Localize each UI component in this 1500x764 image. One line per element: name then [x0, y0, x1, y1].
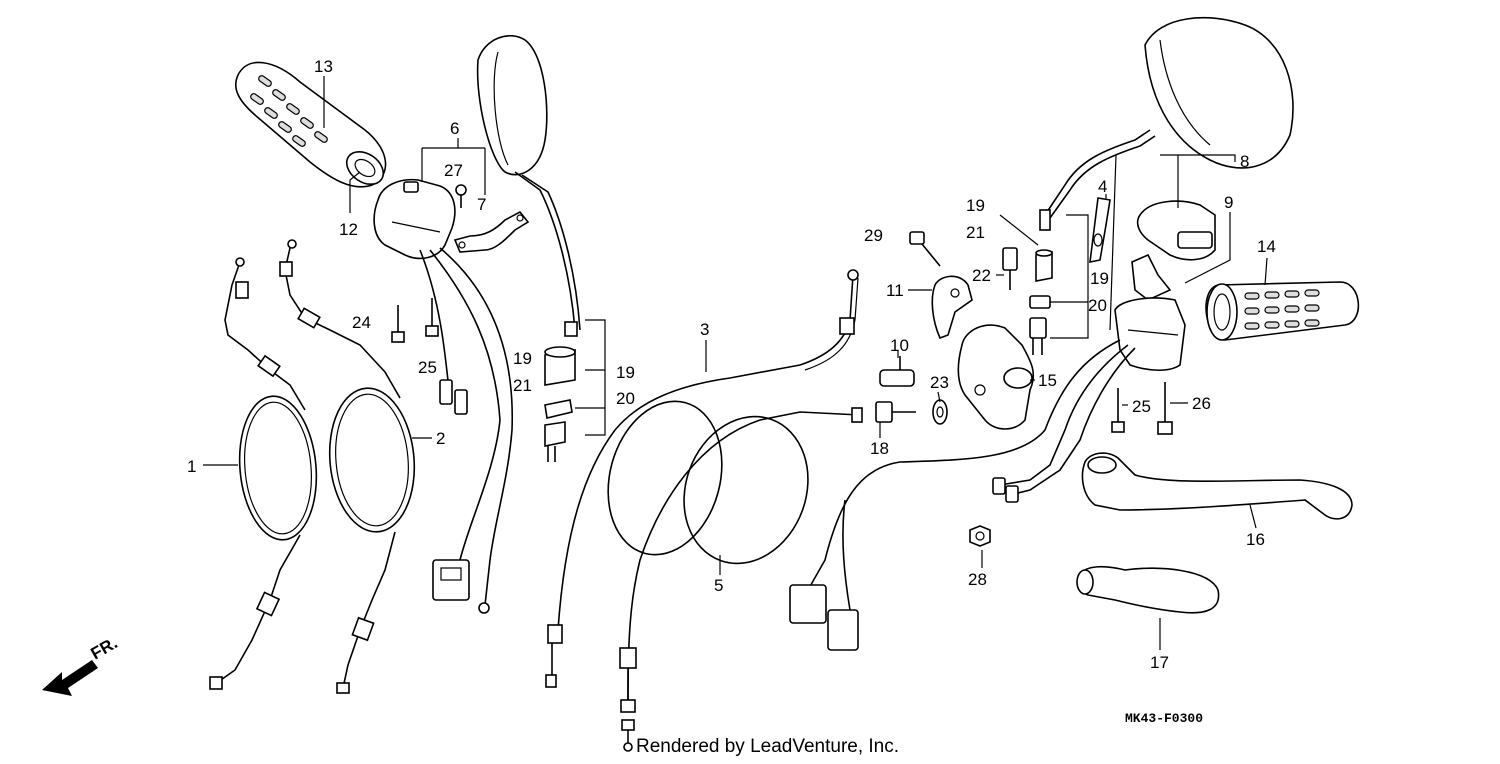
- callout-20-left[interactable]: 20: [616, 389, 635, 408]
- callout-19-right-b[interactable]: 19: [1090, 269, 1109, 288]
- callout-23[interactable]: 23: [930, 373, 949, 392]
- callout-3[interactable]: 3: [700, 320, 709, 339]
- callout-8[interactable]: 8: [1240, 152, 1249, 171]
- callout-labels: 13 12 6 27 7 24 25 19 21 19 20 1 2 3 5 2…: [187, 57, 1276, 672]
- callout-21-right[interactable]: 21: [966, 223, 985, 242]
- callout-10[interactable]: 10: [890, 336, 909, 355]
- callout-26[interactable]: 26: [1192, 394, 1211, 413]
- callout-14[interactable]: 14: [1257, 237, 1276, 256]
- throttle-cable-2-part[interactable]: [279, 239, 420, 694]
- callout-27[interactable]: 27: [444, 161, 463, 180]
- holder-11-part[interactable]: [931, 275, 973, 340]
- callout-20-right[interactable]: 20: [1088, 296, 1107, 315]
- callout-16[interactable]: 16: [1246, 530, 1265, 549]
- callout-25-left[interactable]: 25: [418, 358, 437, 377]
- render-credit: Rendered by LeadVenture, Inc.: [636, 736, 899, 757]
- right-switch-housing-part[interactable]: [1136, 200, 1216, 261]
- right-switch-clamp-part[interactable]: [1131, 253, 1172, 301]
- callout-6[interactable]: 6: [450, 119, 459, 138]
- bolt-18-part[interactable]: [875, 401, 916, 423]
- right-mirror-part[interactable]: [1039, 16, 1294, 231]
- callout-28[interactable]: 28: [968, 570, 987, 589]
- front-direction-arrow: [42, 660, 98, 696]
- callout-19-right-a[interactable]: 19: [966, 196, 985, 215]
- lever-holder-15-part[interactable]: [957, 324, 1035, 430]
- lever-cover-17-part[interactable]: [1076, 565, 1220, 614]
- nut-28-part[interactable]: [969, 525, 991, 547]
- front-direction-label: FR.: [88, 633, 121, 663]
- callout-1[interactable]: 1: [187, 457, 196, 476]
- leader-lines: [203, 76, 1268, 650]
- callout-4[interactable]: 4: [1098, 177, 1107, 196]
- callout-7[interactable]: 7: [477, 195, 486, 214]
- washer-23-part[interactable]: [932, 399, 948, 425]
- lever-4-part[interactable]: [1089, 197, 1111, 264]
- right-grip-part[interactable]: [1205, 281, 1360, 341]
- bolt-22-part[interactable]: [1002, 247, 1018, 290]
- left-switch-clamp-part[interactable]: [453, 210, 530, 253]
- diagram-code: MK43-F0300: [1125, 711, 1203, 726]
- callout-24[interactable]: 24: [352, 313, 371, 332]
- throttle-cable-1-part[interactable]: [209, 257, 322, 690]
- callout-17[interactable]: 17: [1150, 653, 1169, 672]
- clutch-lever-16-part[interactable]: [1081, 452, 1353, 520]
- screw-27-part[interactable]: [455, 184, 467, 208]
- right-mirror-hardware-part[interactable]: [1029, 249, 1053, 355]
- cable-5-part[interactable]: [619, 399, 863, 752]
- left-mirror-part[interactable]: [476, 35, 581, 337]
- left-grip-part[interactable]: [234, 61, 390, 191]
- callout-2[interactable]: 2: [436, 429, 445, 448]
- callout-12[interactable]: 12: [339, 220, 358, 239]
- bolt-25-left-part[interactable]: [425, 298, 439, 337]
- callout-21-left[interactable]: 21: [513, 376, 532, 395]
- bolt-29-part[interactable]: [909, 231, 941, 267]
- callout-22[interactable]: 22: [972, 266, 991, 285]
- bolt-25-right-part[interactable]: [1111, 388, 1125, 433]
- bolt-24-part[interactable]: [391, 305, 405, 343]
- clutch-cable-3-part[interactable]: [545, 269, 859, 688]
- bolt-26-part[interactable]: [1157, 382, 1173, 435]
- left-mirror-hardware-part[interactable]: [544, 346, 576, 462]
- callout-19-left-a[interactable]: 19: [513, 349, 532, 368]
- right-lower-switch-part[interactable]: [789, 297, 1186, 651]
- callout-29[interactable]: 29: [864, 226, 883, 245]
- switch-10-part[interactable]: [879, 356, 915, 387]
- callout-15[interactable]: 15: [1038, 371, 1057, 390]
- callout-5[interactable]: 5: [714, 576, 723, 595]
- callout-13[interactable]: 13: [314, 57, 333, 76]
- callout-11[interactable]: 11: [886, 281, 904, 300]
- callout-9[interactable]: 9: [1224, 193, 1233, 212]
- callout-19-left-b[interactable]: 19: [616, 363, 635, 382]
- callout-18[interactable]: 18: [870, 439, 889, 458]
- left-switch-housing-part[interactable]: [373, 178, 514, 614]
- callout-25-right[interactable]: 25: [1132, 397, 1151, 416]
